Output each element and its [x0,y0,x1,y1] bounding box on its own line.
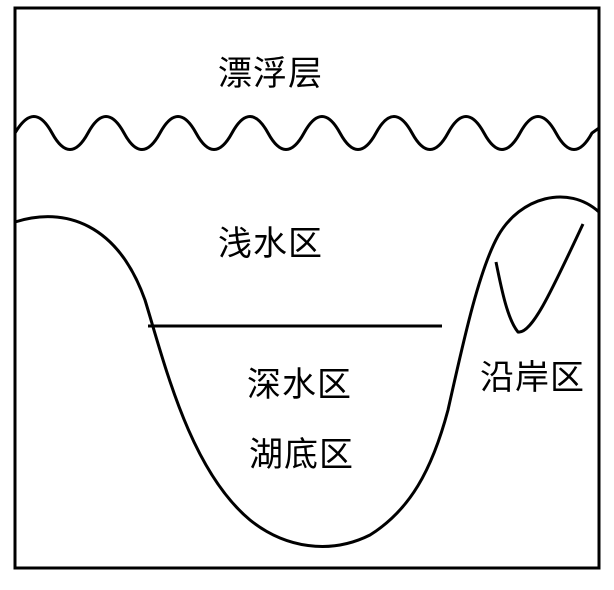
plankton-zone-label: 漂浮层 [218,54,323,94]
shore-zone-label: 沿岸区 [480,358,585,398]
water-surface-wave [13,115,600,151]
shallow-zone-label: 浅水区 [218,224,323,264]
shore-zone-curve [494,223,585,334]
diagram-border [13,6,601,570]
bottom-zone-label: 湖底区 [249,435,354,475]
lake-basin-outline [14,195,601,548]
deep-zone-label: 深水区 [247,365,352,405]
